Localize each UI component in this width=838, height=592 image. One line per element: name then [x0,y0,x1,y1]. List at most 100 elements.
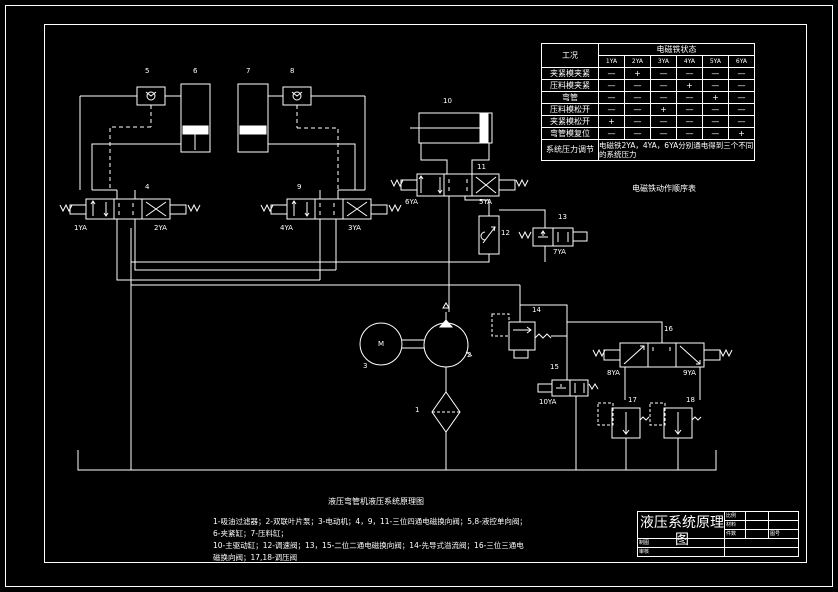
state-cell: + [727,127,756,140]
state-cell: — [727,67,756,80]
callout-9: 9 [297,183,302,191]
pressure-valve-17 [597,402,650,470]
state-cell: — [675,67,703,80]
solenoid-8ya: 8YA [607,369,620,377]
directional-valve-11 [390,173,529,216]
callout-1: 1 [415,406,420,414]
column-header: 6YA [727,55,756,68]
callout-17: 17 [628,396,637,404]
tank-line [77,450,717,471]
state-cell: + [598,115,625,128]
callout-16: 16 [664,325,673,333]
state-cell: — [623,91,651,104]
speed-control-valve [131,209,546,263]
press-cylinder [237,83,269,153]
legend-line: 6-夹紧缸；7-压料缸； [213,529,288,538]
pilot-check-valve-5 [79,86,181,190]
callout-11: 11 [477,163,486,171]
row-label: 弯管模复位 [541,127,599,140]
row-label: 系统压力调节 [541,139,599,161]
solenoid-6ya: 6YA [405,198,418,206]
state-cell: — [727,91,756,104]
pressure-note: 电磁铁2YA，4YA，6YA分别通电得到三个不同的系统压力 [598,139,755,161]
title-block: 比例 材料 件数 图号 制图 审核 [637,511,799,557]
state-cell: — [598,103,625,116]
state-cell: + [649,103,677,116]
solenoid-1ya: 1YA [74,224,87,232]
solenoid-5ya: 5YA [479,198,492,206]
table-row: 弯管模复位 — — — — — + [541,127,756,140]
state-cell: — [623,115,651,128]
tb-label: 图号 [768,529,799,539]
state-cell: — [598,67,625,80]
state-cell: — [623,79,651,92]
state-cell: — [598,79,625,92]
callout-15: 15 [550,363,559,371]
state-cell: — [649,79,677,92]
row-label: 压料模松开 [541,103,599,116]
diagram-title: 液压弯管机液压系统原理图 [328,497,424,506]
clamp-cylinder [180,83,211,153]
state-cell: — [727,115,756,128]
two-way-valve-15 [537,379,599,470]
state-cell: — [675,103,703,116]
row-label: 夹紧模松开 [541,115,599,128]
title-block-title: 液压系统原理图 [640,515,724,548]
directional-valve-4 [59,189,201,228]
table-row: 弯管 — — — — + — [541,91,756,104]
table-header-condition: 工况 [541,43,599,68]
three-way-valve-16 [567,321,733,400]
state-cell: — [701,79,729,92]
solenoid-9ya: 9YA [683,369,696,377]
state-cell: — [727,103,756,116]
callout-7: 7 [246,67,251,75]
callout-12: 12 [501,229,510,237]
state-cell: + [701,91,729,104]
callout-3: 3 [363,362,368,370]
row-label: 弯管 [541,91,599,104]
callout-10: 10 [443,97,452,105]
solenoid-7ya: 7YA [553,248,566,256]
state-cell: — [675,127,703,140]
state-cell: — [649,67,677,80]
state-cell: — [701,103,729,116]
pilot-check-valve-8 [268,86,366,190]
component-legend: 1-吸油过滤器；2-双联叶片泵；3-电动机；4，9，11-三位四通电磁换向阀；5… [213,516,623,564]
state-cell: + [675,79,703,92]
callout-14: 14 [532,306,541,314]
motor-label: M [378,340,385,348]
state-cell: — [701,67,729,80]
vane-pump [423,302,473,392]
tb-label: 件数 [724,529,746,539]
two-way-valve-13 [518,227,588,262]
state-cell: + [623,67,651,80]
column-header: 3YA [649,55,677,68]
callout-8: 8 [290,67,295,75]
electric-motor [359,322,424,366]
suction-filter [431,391,461,470]
state-cell: — [675,115,703,128]
solenoid-4ya: 4YA [280,224,293,232]
column-header: 4YA [675,55,703,68]
state-cell: — [598,127,625,140]
pressure-row: 系统压力调节 电磁铁2YA，4YA，6YA分别通电得到三个不同的系统压力 [541,139,755,161]
callout-2: 2 [467,351,472,359]
solenoid-10ya: 10YA [539,398,557,406]
column-header: 5YA [701,55,729,68]
callout-5: 5 [145,67,150,75]
main-drive-cylinder [410,112,493,174]
legend-line: 磁换向阀；17,18-调压阀 [213,553,298,562]
row-label: 夹紧模夹紧 [541,67,599,80]
tb-label: 材料 [724,520,746,530]
column-header: 2YA [623,55,651,68]
state-cell: — [649,115,677,128]
legend-line: 1-吸油过滤器；2-双联叶片泵；3-电动机；4，9，11-三位四通电磁换向阀；5… [213,517,527,526]
state-cell: — [598,91,625,104]
state-cell: — [675,91,703,104]
row-label: 压料模夹紧 [541,79,599,92]
table-row: 夹紧模松开 + — — — — — [541,115,756,128]
callout-6: 6 [193,67,198,75]
state-cell: — [649,91,677,104]
table-row: 夹紧模夹紧 — + — — — — [541,67,756,80]
